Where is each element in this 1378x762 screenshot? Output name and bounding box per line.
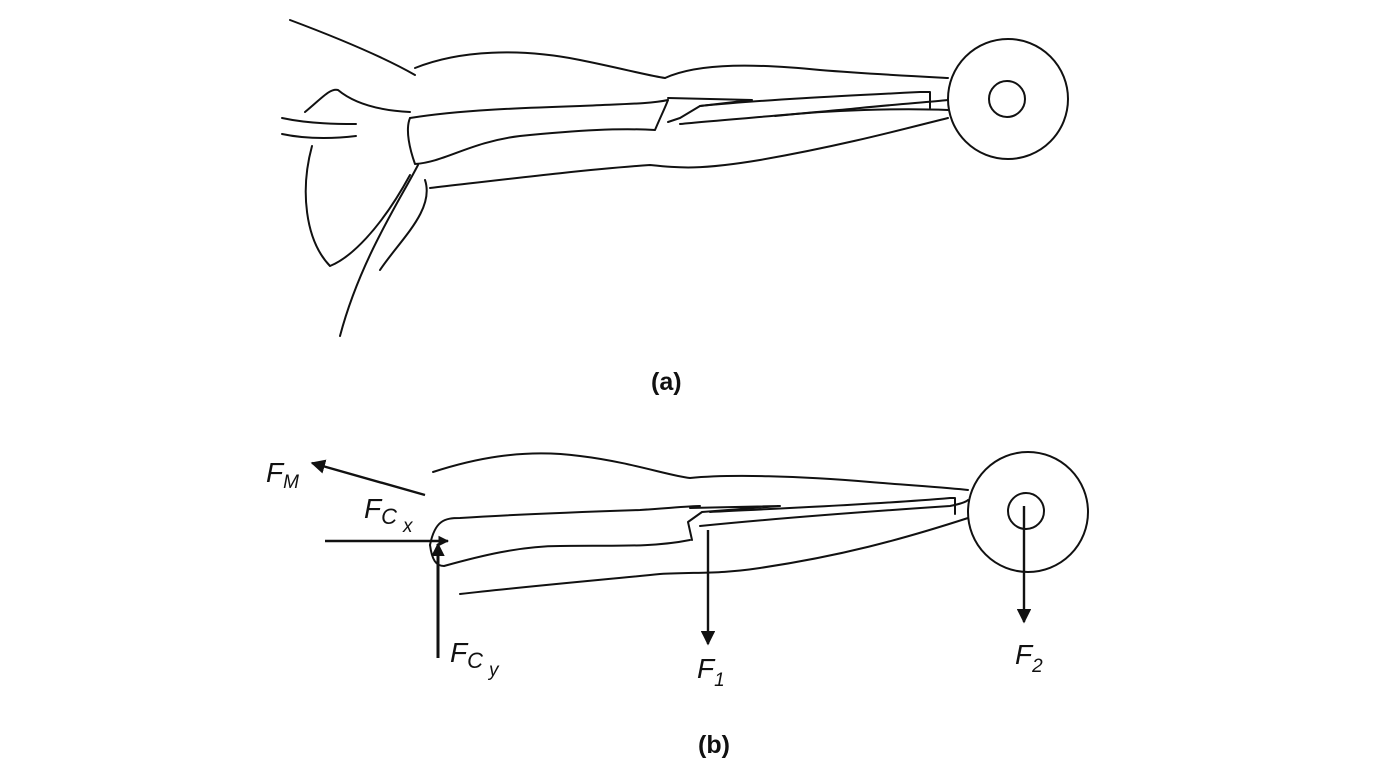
force-fm-arrow <box>310 459 426 497</box>
force-f1-label: F1 <box>697 653 725 691</box>
caption-panel-b: (b) <box>698 731 730 759</box>
arm-drawing-b <box>429 451 1089 595</box>
force-f2-label: F2 <box>1015 639 1043 677</box>
arm-drawing-a <box>281 19 1069 337</box>
caption-panel-a: (a) <box>651 368 682 396</box>
force-fm-label: FM <box>266 457 299 493</box>
